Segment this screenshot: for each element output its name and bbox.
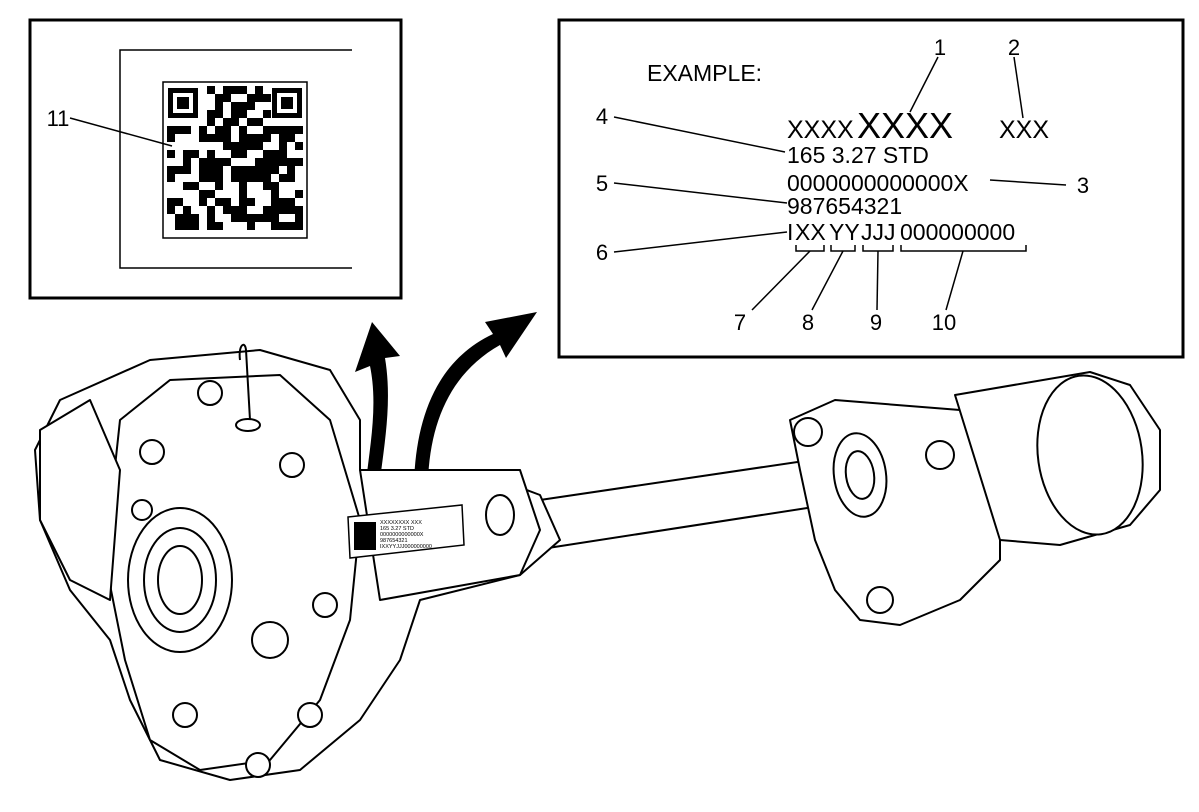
example-line5-day: JJJ [861, 219, 896, 245]
example-line5-serial: 000000000 [900, 219, 1015, 245]
qr-code-icon [162, 81, 308, 239]
example-line2: 165 3.27 STD [787, 142, 929, 168]
callout-2: 2 [1008, 35, 1020, 60]
label-qr-icon [354, 522, 376, 550]
example-line5-year: YY [829, 219, 860, 245]
callout-11: 11 [47, 106, 70, 131]
callout-1: 1 [934, 35, 946, 60]
callout-11-leader [69, 117, 173, 147]
callout-9: 9 [870, 310, 882, 335]
example-line5: I XX YY JJJ 000000000 [787, 219, 1015, 245]
callout-10: 10 [932, 310, 956, 335]
callout-8: 8 [802, 310, 814, 335]
callout-leaders [613, 56, 1067, 311]
example-line3: 0000000000000X [787, 170, 969, 196]
left-housing-flange [39, 399, 121, 601]
example-line5-prefix: I [787, 219, 793, 245]
example-line1-small: XXXX [787, 116, 854, 144]
vent-tube [238, 343, 251, 421]
example-detail-box: EXAMPLE: XXXX XXXX XXX 165 3.27 STD 0000… [557, 18, 1185, 359]
callout-7: 7 [734, 310, 746, 335]
plate-line5: IXXYYJJJ000000000 [380, 544, 432, 550]
example-line5-plant: XX [795, 219, 826, 245]
drain-plug [251, 621, 289, 659]
callout-4: 4 [596, 104, 608, 129]
arrow-to-example-detail [414, 312, 537, 484]
qr-detail-box: 11 [28, 18, 403, 300]
carrier-bolts [131, 380, 338, 778]
example-line1-right: XXX [999, 116, 1049, 144]
example-heading: EXAMPLE: [647, 60, 762, 86]
right-housing-end [1036, 374, 1144, 536]
label-outline [119, 49, 352, 269]
bracket-hole-lower [866, 586, 894, 614]
callout-6: 6 [596, 240, 608, 265]
plate-line4: 987654321 [380, 538, 408, 544]
arrow-to-qr-detail [355, 322, 400, 482]
plate-line2: 165 3.27 STD [380, 526, 414, 532]
callout-3: 3 [1077, 173, 1089, 198]
identification-label: XXXXXXXX XXX 165 3.27 STD 0000000000000X… [347, 504, 465, 559]
callout-5: 5 [596, 171, 608, 196]
front-axle-assembly [34, 343, 1161, 781]
plate-line1: XXXXXXXX XXX [380, 520, 422, 526]
bracket-hole-upper [793, 417, 823, 447]
bracket-hole-right [925, 440, 955, 470]
example-line4: 987654321 [787, 193, 902, 219]
plate-line3: 0000000000000X [380, 532, 424, 538]
example-line1-large: XXXX [857, 105, 953, 146]
